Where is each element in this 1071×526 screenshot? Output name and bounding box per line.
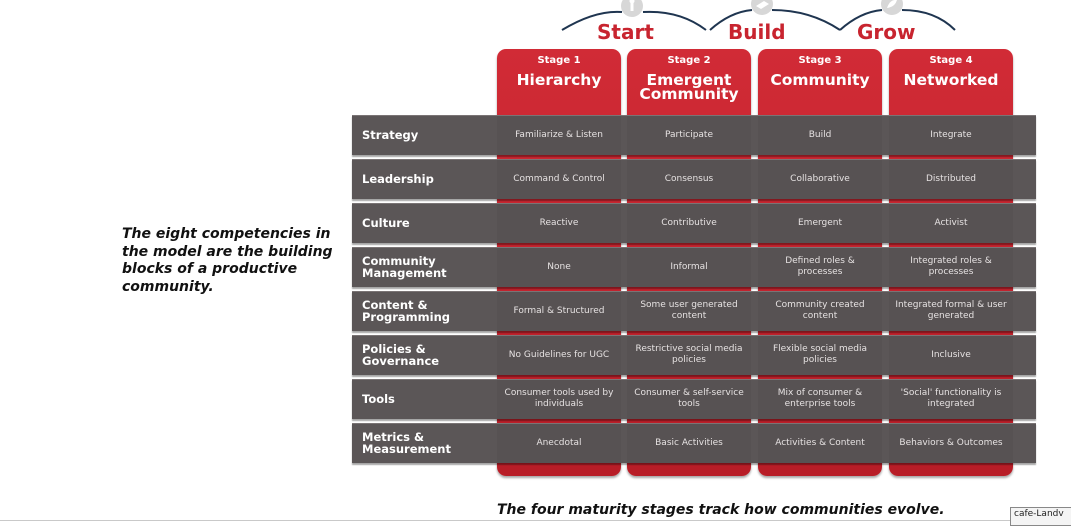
- row-label: Leadership: [362, 172, 434, 186]
- cell: None: [497, 247, 621, 287]
- cell: Consensus: [627, 159, 751, 199]
- competency-row-metrics-measurement: Metrics & Measurement Anecdotal Basic Ac…: [352, 423, 1036, 463]
- cell: No Guidelines for UGC: [497, 335, 621, 375]
- competency-row-policies-governance: Policies & Governance No Guidelines for …: [352, 335, 1036, 375]
- cell: Activities & Content: [758, 423, 882, 463]
- stage-number: Stage 4: [929, 55, 973, 66]
- cell: Inclusive: [889, 335, 1013, 375]
- row-label: Culture: [362, 216, 410, 230]
- cell: Familiarize & Listen: [497, 115, 621, 155]
- competency-row-leadership: Leadership Command & Control Consensus C…: [352, 159, 1036, 199]
- divider: [0, 520, 1010, 521]
- cell: Formal & Structured: [497, 291, 621, 331]
- image-tag: cafe-Landv: [1010, 507, 1071, 526]
- competency-row-strategy: Strategy Familiarize & Listen Participat…: [352, 115, 1036, 155]
- cell: Integrated formal & user generated: [889, 291, 1013, 331]
- row-label: Strategy: [362, 128, 419, 142]
- cell: Emergent: [758, 203, 882, 243]
- cell: Command & Control: [497, 159, 621, 199]
- stage-number: Stage 2: [667, 55, 711, 66]
- cell: Consumer tools used by individuals: [497, 379, 621, 419]
- stage-name: Emergent Community: [639, 71, 739, 103]
- phase-arcs: [561, 0, 956, 31]
- phase-label-start: Start: [597, 20, 654, 44]
- cell: Some user generated content: [627, 291, 751, 331]
- seedling-icon: [621, 0, 643, 17]
- phase-label-grow: Grow: [857, 20, 916, 44]
- stage-number: Stage 1: [537, 55, 581, 66]
- stage-name: Networked: [903, 71, 999, 89]
- cell: Informal: [627, 247, 751, 287]
- cell: Flexible social media policies: [758, 335, 882, 375]
- cell: Activist: [889, 203, 1013, 243]
- row-label: Community Management: [362, 254, 447, 280]
- cell: Build: [758, 115, 882, 155]
- row-label: Policies & Governance: [362, 342, 440, 368]
- cell: Mix of consumer & enterprise tools: [758, 379, 882, 419]
- cell: Anecdotal: [497, 423, 621, 463]
- row-label: Tools: [362, 392, 395, 406]
- cell: Integrate: [889, 115, 1013, 155]
- cell: Reactive: [497, 203, 621, 243]
- watering-can-icon: [751, 0, 773, 15]
- cell: Community created content: [758, 291, 882, 331]
- row-label: Content & Programming: [362, 298, 450, 324]
- competencies-note: The eight competencies in the model are …: [122, 226, 333, 295]
- stages-note: The four maturity stages track how commu…: [497, 502, 945, 518]
- cell: Basic Activities: [627, 423, 751, 463]
- cell: Collaborative: [758, 159, 882, 199]
- competency-row-tools: Tools Consumer tools used by individuals…: [352, 379, 1036, 419]
- competency-row-community-management: Community Management None Informal Defin…: [352, 247, 1036, 287]
- cell: 'Social' functionality is integrated: [889, 379, 1013, 419]
- cell: Consumer & self-service tools: [627, 379, 751, 419]
- cell: Distributed: [889, 159, 1013, 199]
- cell: Behaviors & Outcomes: [889, 423, 1013, 463]
- competency-row-culture: Culture Reactive Contributive Emergent A…: [352, 203, 1036, 243]
- cell: Restrictive social media policies: [627, 335, 751, 375]
- phase-label-build: Build: [728, 20, 786, 44]
- competency-row-content-programming: Content & Programming Formal & Structure…: [352, 291, 1036, 331]
- plant-icon: [881, 0, 903, 15]
- cell: Integrated roles & processes: [889, 247, 1013, 287]
- cell: Contributive: [627, 203, 751, 243]
- stage-name: Community: [770, 71, 870, 89]
- stage-number: Stage 3: [798, 55, 842, 66]
- stage-name: Hierarchy: [516, 71, 602, 89]
- row-label: Metrics & Measurement: [362, 430, 451, 456]
- cell: Participate: [627, 115, 751, 155]
- cell: Defined roles & processes: [758, 247, 882, 287]
